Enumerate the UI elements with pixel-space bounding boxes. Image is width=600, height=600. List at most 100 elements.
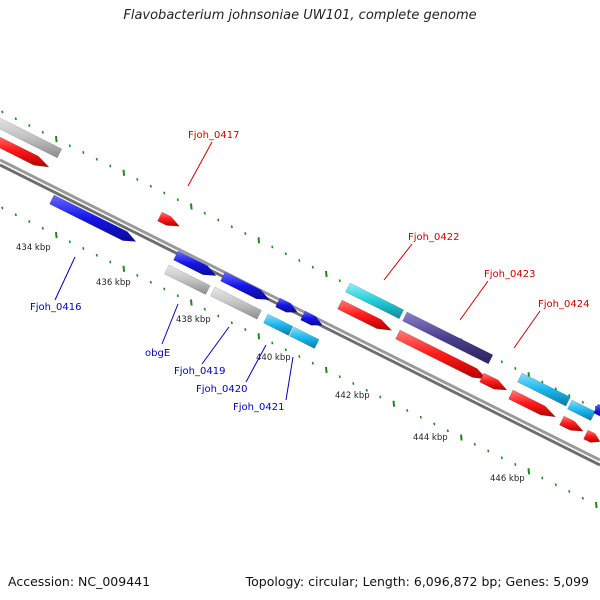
gene-red-small[interactable] <box>479 372 508 391</box>
gene-shape[interactable] <box>559 415 584 432</box>
gene-shape[interactable] <box>337 299 393 331</box>
tick-mark <box>149 280 152 284</box>
gene-gray-partial[interactable] <box>0 114 63 159</box>
tick-mark <box>149 184 152 188</box>
gene-shape[interactable] <box>583 429 600 443</box>
tick-mark <box>419 415 422 419</box>
tick-mark <box>55 135 58 143</box>
gene-shape[interactable] <box>289 326 320 349</box>
tick-mark <box>325 270 328 278</box>
gene-red-partial[interactable] <box>0 133 50 168</box>
gene-shape[interactable] <box>402 311 494 365</box>
label-leader-lines <box>54 141 541 401</box>
gene-shape[interactable] <box>0 133 50 168</box>
gene-label-fjoh-0416[interactable]: Fjoh_0416 <box>30 302 81 313</box>
gene-shape[interactable] <box>173 250 217 276</box>
gene-blue-a[interactable] <box>173 250 217 276</box>
tick-mark <box>122 265 126 272</box>
gene-shape[interactable] <box>345 282 405 320</box>
tick-mark <box>95 157 98 161</box>
gene-shape[interactable] <box>300 310 323 326</box>
gene-fjoh-0423[interactable] <box>402 311 494 365</box>
gene-shape[interactable] <box>593 403 600 418</box>
tick-mark <box>190 299 193 306</box>
tick-mark <box>41 130 44 134</box>
gene-fjoh-0424[interactable] <box>517 372 571 407</box>
tick-mark <box>581 400 584 404</box>
gene-red-d[interactable] <box>583 429 600 443</box>
tick-mark <box>217 314 220 318</box>
tick-mark <box>271 341 274 345</box>
tick-mark <box>541 476 544 480</box>
scale-label: 434 kbp <box>16 243 51 253</box>
gene-shape[interactable] <box>395 329 488 380</box>
tick-mark <box>325 366 328 374</box>
gene-fjoh-0419[interactable] <box>210 286 262 320</box>
gene-blue-b[interactable] <box>275 297 298 313</box>
leader-line <box>285 356 294 401</box>
gene-fjoh-0421[interactable] <box>289 326 320 349</box>
tick-mark <box>14 213 17 217</box>
gene-shape[interactable] <box>157 211 181 227</box>
gene-fjoh-0417[interactable] <box>157 211 181 227</box>
gene-fjoh-0419-blue[interactable] <box>220 271 270 301</box>
gene-fjoh-0416[interactable] <box>49 194 137 242</box>
gene-shape[interactable] <box>263 313 294 336</box>
gene-red-c[interactable] <box>559 415 584 432</box>
gene-labels[interactable]: Fjoh_0417Fjoh_0422Fjoh_0423Fjoh_0424Fjoh… <box>30 130 589 413</box>
gene-label-fjoh-0423[interactable]: Fjoh_0423 <box>484 269 535 280</box>
tick-mark <box>203 211 206 215</box>
gene-shape[interactable] <box>517 372 571 407</box>
leader-line <box>459 280 489 321</box>
gene-label-fjoh-0424[interactable]: Fjoh_0424 <box>538 299 589 310</box>
gene-shape[interactable] <box>210 286 262 320</box>
map-title: Flavobacterium johnsoniae UW101, complet… <box>123 8 477 23</box>
tick-mark <box>41 226 44 230</box>
tick-mark <box>14 117 17 121</box>
gene-obge[interactable] <box>164 264 211 295</box>
gene-blue-edge[interactable] <box>593 403 600 418</box>
tick-mark <box>122 169 126 176</box>
tick-mark <box>527 468 531 475</box>
gene-label-fjoh-0419[interactable]: Fjoh_0419 <box>174 366 225 377</box>
gene-fjoh-0420[interactable] <box>263 313 294 336</box>
gene-fjoh-0422[interactable] <box>345 282 405 320</box>
gene-shape[interactable] <box>49 194 137 242</box>
scale-label: 436 kbp <box>96 278 131 288</box>
gene-label-obge[interactable]: obgE <box>145 348 170 359</box>
tick-mark <box>568 394 571 397</box>
gene-lightblue-b[interactable] <box>567 399 596 421</box>
gene-features[interactable] <box>0 114 600 443</box>
gene-shape[interactable] <box>567 399 596 421</box>
gene-label-fjoh-0420[interactable]: Fjoh_0420 <box>196 384 247 395</box>
gene-shape[interactable] <box>275 297 298 313</box>
tick-mark <box>190 203 193 210</box>
gene-label-fjoh-0421[interactable]: Fjoh_0421 <box>233 402 284 413</box>
leader-line <box>187 141 213 187</box>
gene-shape[interactable] <box>0 114 63 159</box>
gene-label-fjoh-0417[interactable]: Fjoh_0417 <box>188 130 239 141</box>
gene-red-0424[interactable] <box>508 389 557 418</box>
gene-blue-c[interactable] <box>300 310 323 326</box>
gene-red-0423[interactable] <box>395 329 488 380</box>
tick-mark <box>271 245 274 249</box>
gene-shape[interactable] <box>508 389 557 418</box>
tick-mark <box>284 252 287 256</box>
leader-line <box>201 326 230 365</box>
gene-label-fjoh-0422[interactable]: Fjoh_0422 <box>408 232 459 243</box>
gene-shape[interactable] <box>164 264 211 295</box>
tick-mark <box>284 348 287 352</box>
tick-mark <box>433 422 436 426</box>
gene-red-0422[interactable] <box>337 299 393 331</box>
tick-mark <box>595 501 598 509</box>
tick-mark <box>379 395 382 399</box>
tick-mark <box>68 144 71 148</box>
tick-mark <box>163 191 166 195</box>
gene-shape[interactable] <box>479 372 508 391</box>
tick-mark <box>257 237 261 244</box>
leader-line <box>513 310 541 349</box>
gene-shape[interactable] <box>220 271 270 301</box>
tick-mark <box>311 265 314 269</box>
